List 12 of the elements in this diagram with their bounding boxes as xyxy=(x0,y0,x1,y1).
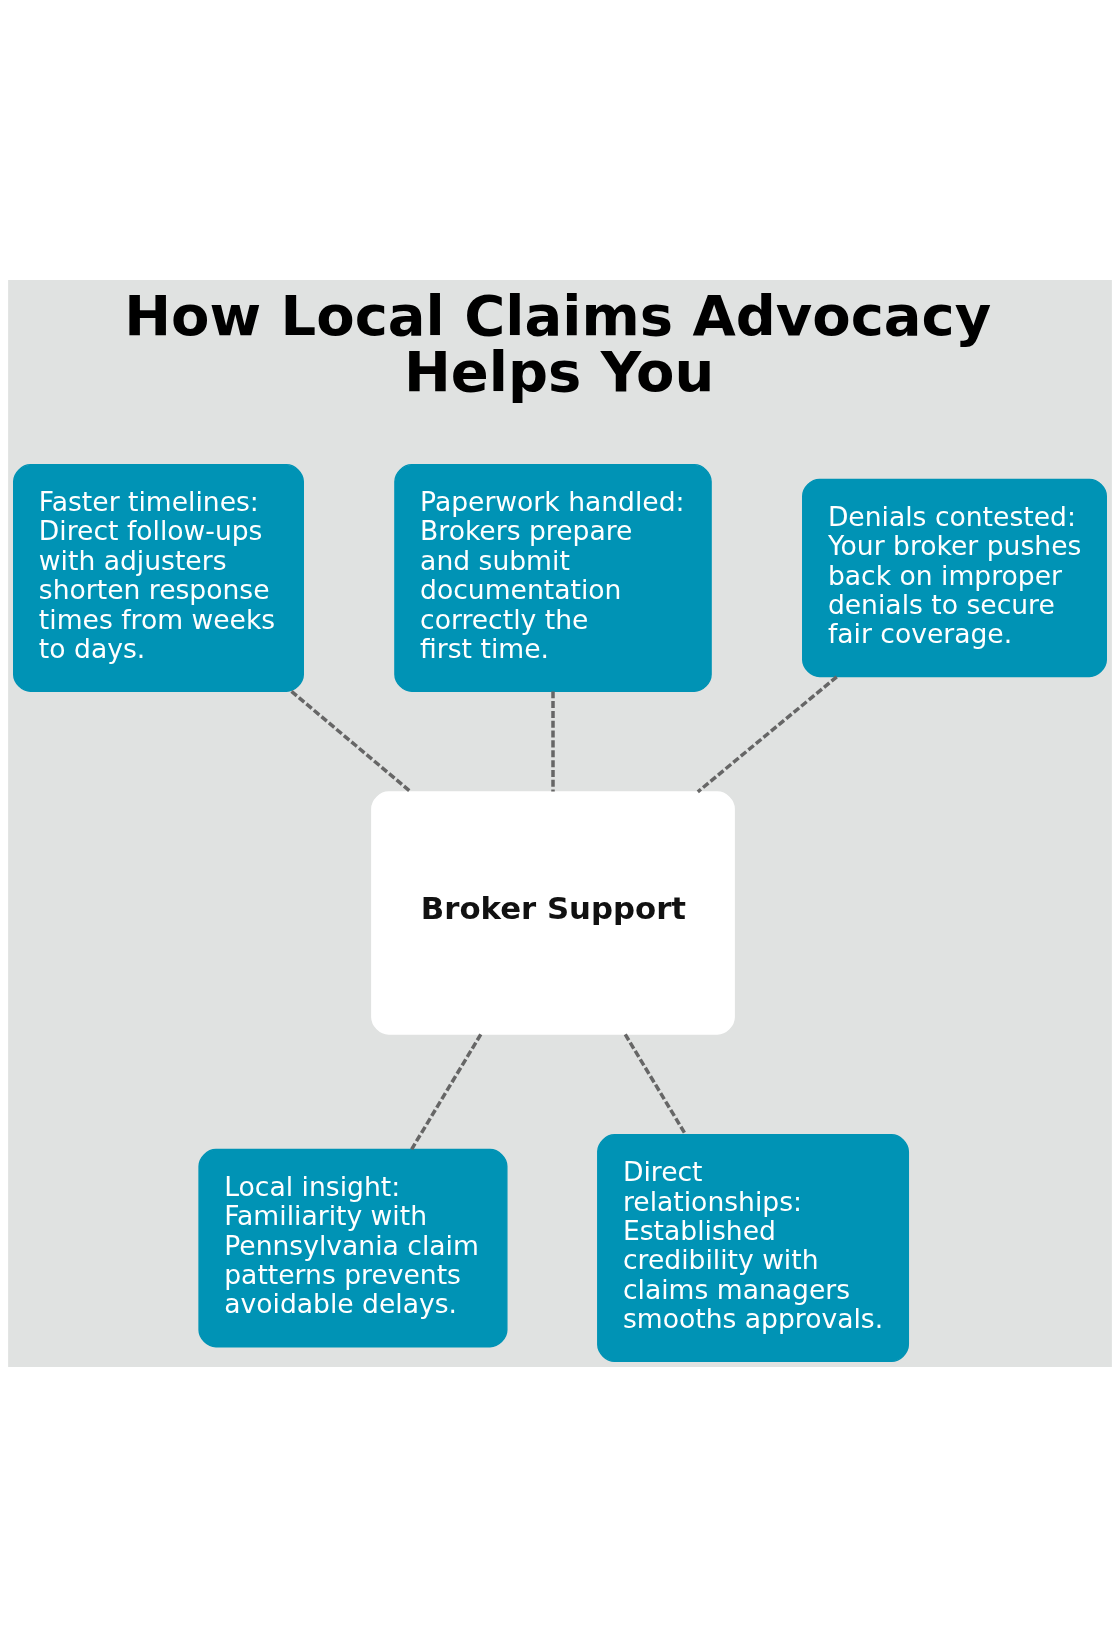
node-box: Paperwork handled: Brokers prepare and submit documentation correctly the first time. xyxy=(394,463,712,692)
diagram-title: How Local Claims Advocacy Helps You xyxy=(124,282,992,404)
connector xyxy=(551,690,555,792)
connector xyxy=(410,1032,483,1150)
connector xyxy=(696,674,838,793)
node-box: Faster timelines: Direct follow-ups with adjusters shorten response times from weeks to days. xyxy=(13,463,304,692)
node-box: Direct relationships: Established credibility with claims managers smooths approvals. xyxy=(597,1133,910,1362)
connector xyxy=(623,1032,688,1136)
node-box: Denials contested: Your broker pushes back on improper denials to secure fair coverage. xyxy=(802,478,1107,677)
node-box: Local insight: Familiarity with Pennsylvania claim patterns prevents avoidable delays. xyxy=(198,1148,508,1347)
node-box: Broker Support xyxy=(371,790,735,1035)
connector xyxy=(290,689,412,793)
